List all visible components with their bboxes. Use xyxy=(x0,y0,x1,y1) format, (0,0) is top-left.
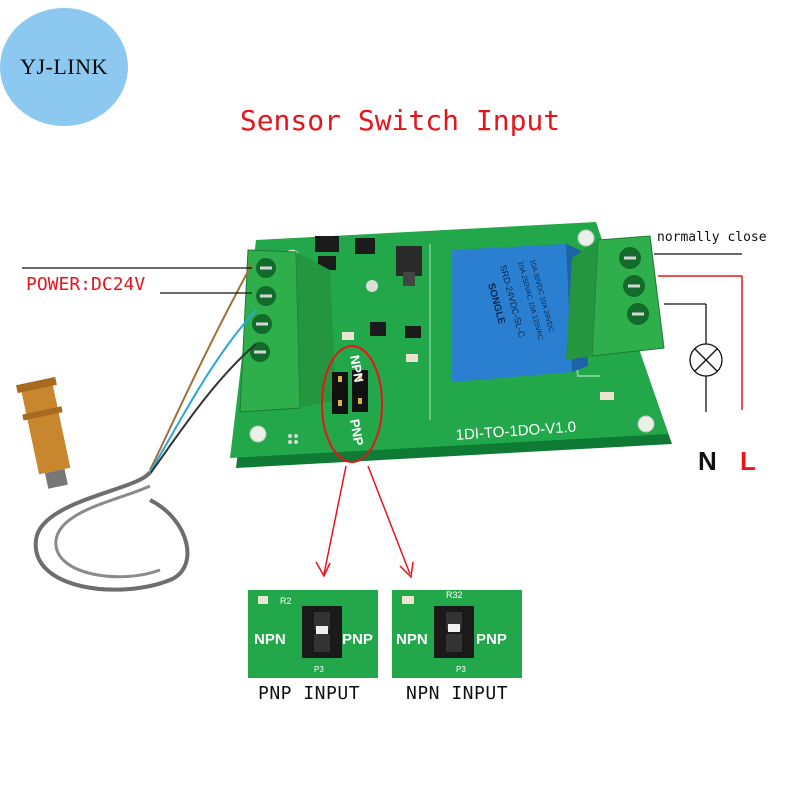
power-label: POWER:DC24V xyxy=(26,274,146,295)
load-wiring xyxy=(654,253,742,412)
page-title: Sensor Switch Input xyxy=(239,104,561,137)
jumper-npn-label: NPN xyxy=(347,354,367,384)
inset2-ref1: R32 xyxy=(446,590,463,600)
neutral-label: N xyxy=(698,446,717,476)
jumper-pnp-label: PNP xyxy=(347,418,366,447)
inset1-npn-label: NPN xyxy=(254,631,286,648)
brand-logo: YJ-LINK xyxy=(0,8,128,126)
inset1-caption: PNP INPUT xyxy=(258,683,361,704)
power-pointer-lines xyxy=(22,267,252,294)
inset-arrows xyxy=(315,465,414,579)
inset2-caption: NPN INPUT xyxy=(406,683,509,704)
inset2-pnp-label: PNP xyxy=(476,631,507,648)
output-terminal-block xyxy=(566,235,665,360)
inset-pnp-input: R2 NPN PNP P3 xyxy=(248,590,378,678)
jumper-highlight-circle xyxy=(321,345,383,463)
inset1-ref1: R2 xyxy=(280,596,292,606)
npn-pnp-jumper: NPN PNP xyxy=(321,345,383,463)
inset1-pnp-label: PNP xyxy=(342,631,373,648)
relay: SRD-24VDC-SL-C 10A 250VAC 10A 125VAC 10A… xyxy=(452,244,588,382)
lamp-icon xyxy=(689,343,723,377)
inset2-ref2: P3 xyxy=(456,665,466,674)
proximity-sensor xyxy=(16,376,71,489)
live-wire xyxy=(658,275,743,410)
live-label: L xyxy=(740,446,756,476)
inset-npn-input: R32 NPN PNP P3 xyxy=(392,590,522,678)
normally-close-label: normally close xyxy=(657,230,767,245)
sensor-cable xyxy=(33,263,257,592)
inset1-ref2: P3 xyxy=(314,665,324,674)
inset2-npn-label: NPN xyxy=(396,631,428,648)
logo-text: YJ-LINK xyxy=(20,54,108,79)
input-terminal-block xyxy=(239,249,336,413)
